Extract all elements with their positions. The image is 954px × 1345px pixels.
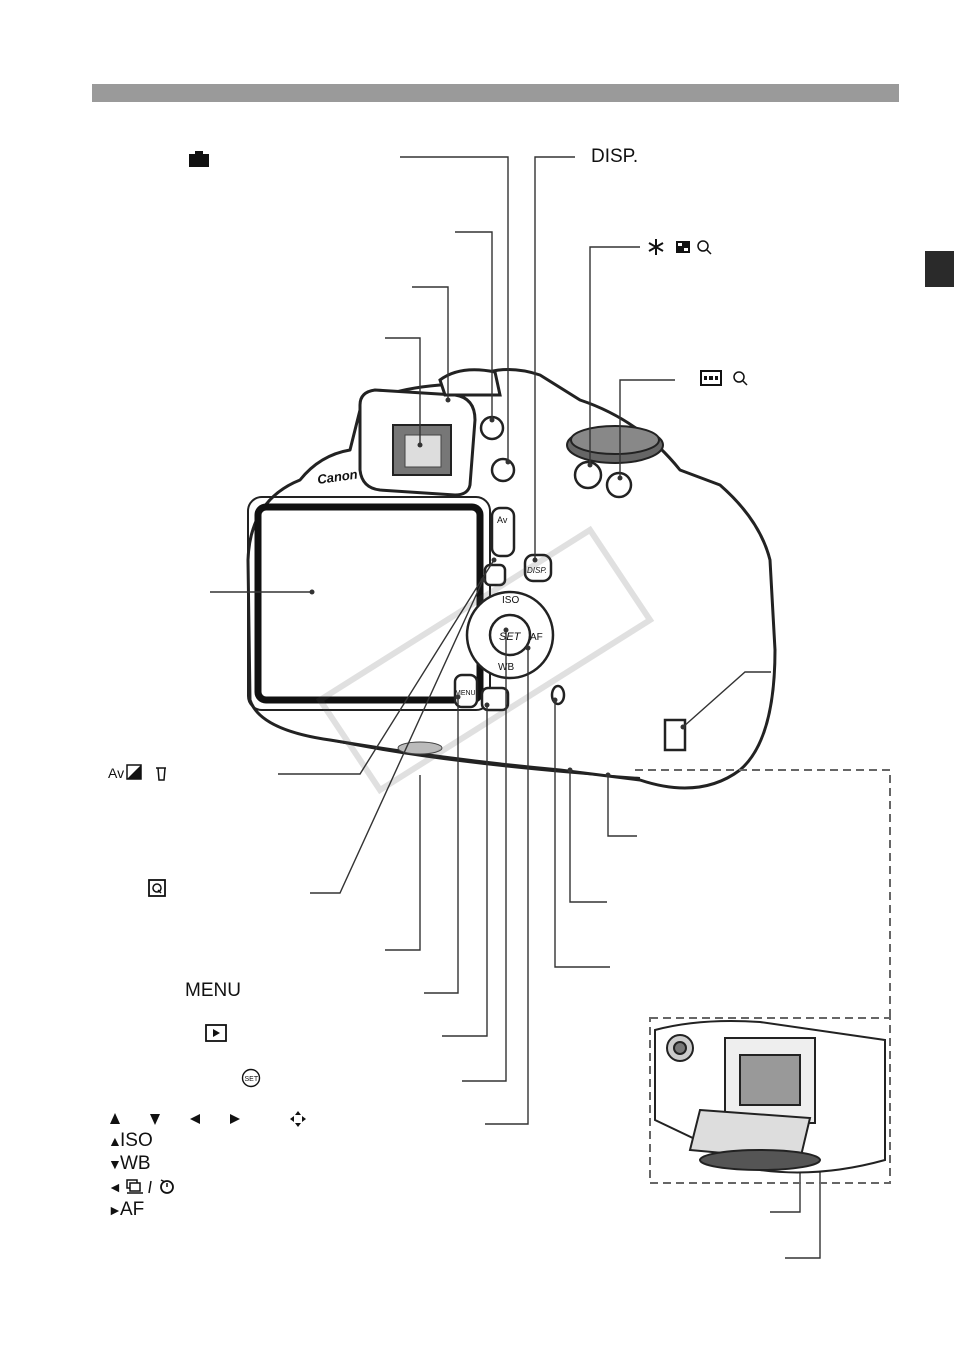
svg-text:AF: AF bbox=[530, 632, 543, 643]
af-point-button bbox=[605, 471, 633, 499]
header-bar bbox=[92, 84, 899, 102]
legend-drive: ◄ bbox=[108, 1176, 181, 1198]
av-button bbox=[490, 506, 516, 558]
main-dial bbox=[566, 425, 664, 464]
live-view-button bbox=[490, 457, 516, 483]
legend-af: ►AF bbox=[108, 1199, 145, 1220]
menu-label: MENU bbox=[185, 980, 241, 1001]
svg-text:DISP.: DISP. bbox=[527, 566, 547, 575]
quick-control-icon bbox=[148, 879, 166, 902]
menu-button bbox=[453, 673, 479, 709]
callout-lines bbox=[210, 156, 821, 1259]
svg-text:MENU: MENU bbox=[455, 690, 476, 697]
disp-label: DISP. bbox=[591, 146, 639, 167]
battery-compartment-inset bbox=[654, 1020, 886, 1174]
disp-button bbox=[523, 553, 553, 583]
svg-text:Av: Av bbox=[108, 765, 124, 781]
svg-text:ISO: ISO bbox=[502, 595, 519, 606]
ae-lock-button bbox=[573, 460, 603, 490]
af-point-icons bbox=[700, 369, 754, 392]
cross-key-icons bbox=[108, 1110, 308, 1133]
legend-wb: ▼WB bbox=[108, 1153, 151, 1174]
drive-selftimer-icons bbox=[126, 1179, 175, 1194]
terminal-cover bbox=[663, 718, 687, 752]
playback-icon bbox=[205, 1024, 227, 1047]
set-icon: SET bbox=[241, 1068, 261, 1093]
chapter-tab bbox=[925, 251, 954, 287]
av-exposure-erase-icons: Av bbox=[108, 763, 172, 788]
ae-lock-icons bbox=[647, 238, 719, 261]
brand-text: Canon bbox=[316, 466, 358, 486]
svg-text:Av: Av bbox=[497, 515, 508, 525]
svg-text:SET: SET bbox=[245, 1076, 259, 1083]
svg-text:SET: SET bbox=[499, 631, 522, 643]
set-button bbox=[488, 613, 532, 657]
camera-icon bbox=[188, 150, 210, 173]
legend-iso: ▲ISO bbox=[108, 1130, 153, 1151]
